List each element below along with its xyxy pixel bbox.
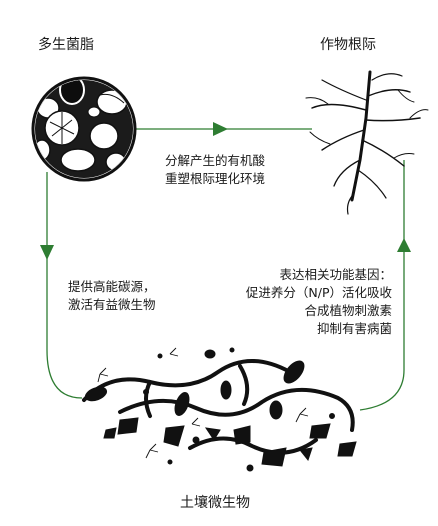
biofilm-illustration bbox=[31, 76, 137, 182]
top-edge-line-1: 分解产生的有机酸 bbox=[165, 153, 266, 168]
left-edge-line-1: 提供高能碳源， bbox=[68, 279, 156, 294]
left-edge-line-2: 激活有益微生物 bbox=[68, 297, 156, 312]
top-edge-line-2: 重塑根际理化环境 bbox=[165, 171, 266, 186]
arrow-right-head bbox=[213, 122, 228, 136]
right-edge-line-3: 合成植物刺激素 bbox=[304, 303, 392, 318]
multispecies-biofilm-label: 多生菌脂 bbox=[38, 37, 94, 53]
crop-roots-label: 作物根际 bbox=[320, 37, 376, 53]
soil-illustration bbox=[82, 347, 357, 472]
arrow-down-head bbox=[40, 245, 54, 260]
arrow-heads bbox=[40, 122, 411, 260]
arrow-up-head bbox=[397, 238, 411, 252]
right-edge-line-4: 抑制有害病菌 bbox=[316, 321, 392, 336]
right-edge-line-1: 表达相关功能基因： bbox=[279, 267, 392, 282]
left-connector bbox=[46, 172, 83, 399]
right-edge-line-2: 促进养分（N/P）活化吸收 bbox=[245, 285, 392, 300]
right-edge-annotation: 表达相关功能基因： 促进养分（N/P）活化吸收 合成植物刺激素 抑制有害病菌 bbox=[246, 266, 392, 338]
top-edge-annotation: 分解产生的有机酸 重塑根际理化环境 bbox=[165, 152, 265, 188]
soil-microbes-label: 土壤微生物 bbox=[180, 495, 250, 511]
roots-illustration bbox=[305, 70, 429, 215]
left-edge-annotation: 提供高能碳源， 激活有益微生物 bbox=[68, 278, 156, 314]
right-connector bbox=[359, 160, 405, 411]
